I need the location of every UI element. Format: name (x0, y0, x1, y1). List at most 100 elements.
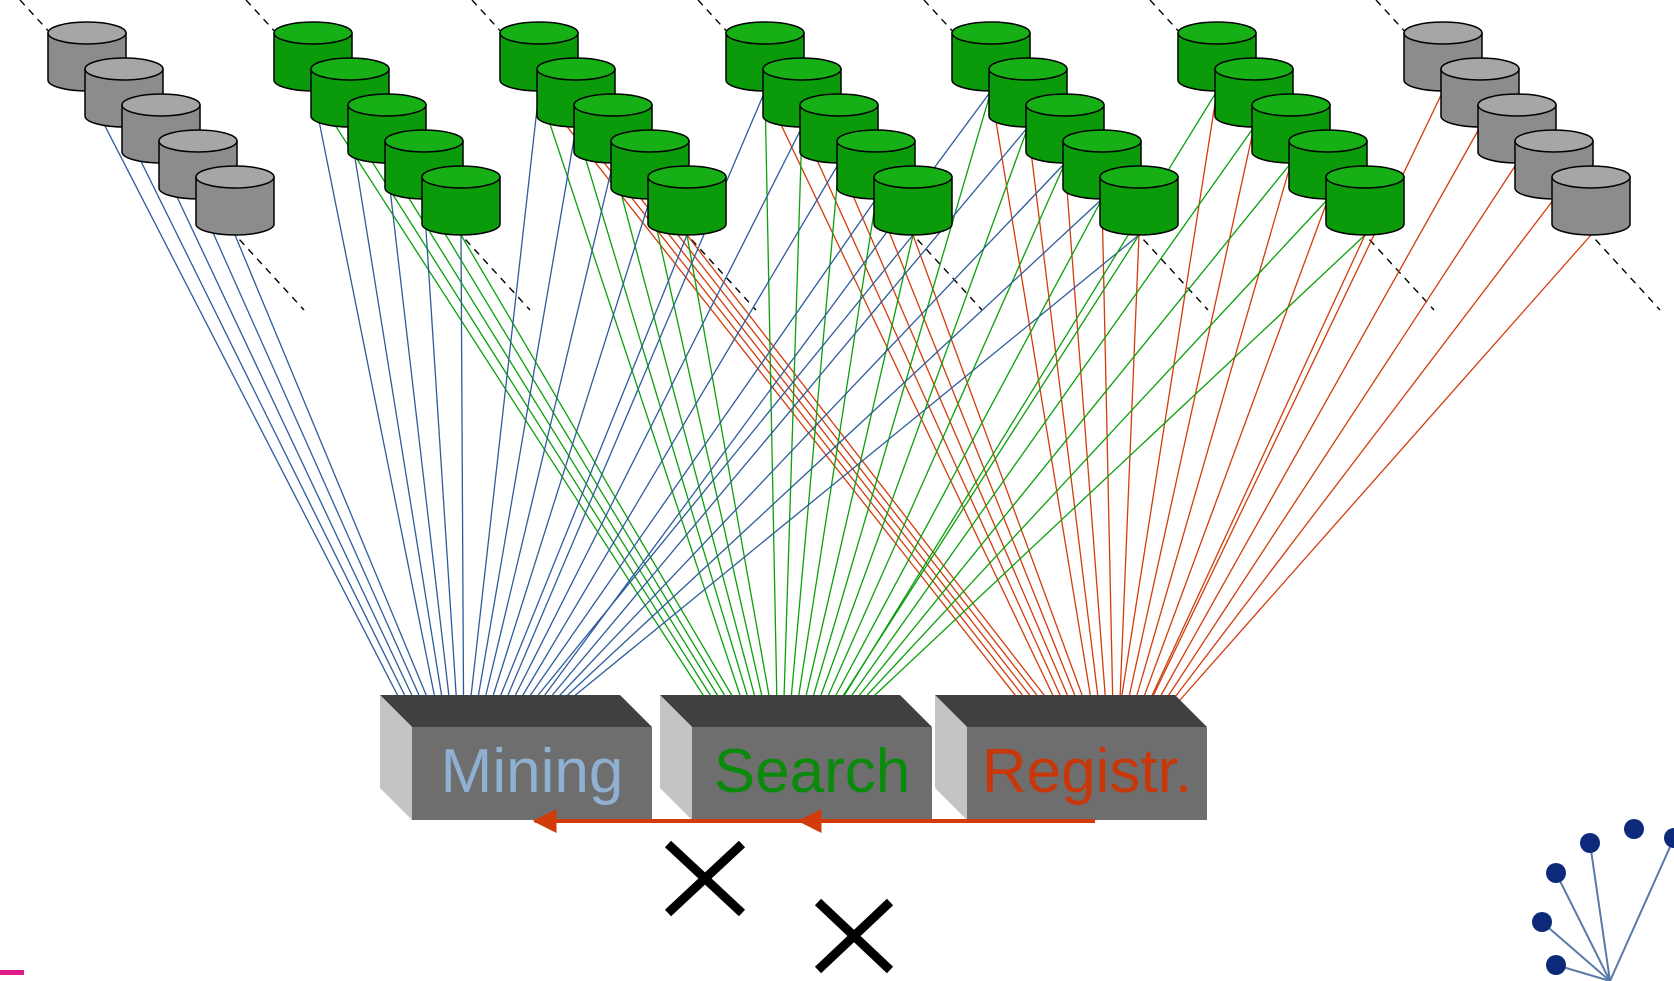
connection-line-green (612, 162, 757, 701)
connection-line-red (1172, 198, 1555, 701)
connection-line-blue (554, 162, 1066, 701)
connection-line-red (1157, 126, 1481, 701)
connection-line-green (386, 162, 721, 701)
connection-line-green (538, 90, 743, 701)
connection-line-blue (526, 198, 877, 701)
database-group (499, 21, 727, 236)
connection-line-green (575, 126, 750, 701)
database-icon (647, 165, 727, 236)
connection-line-blue (460, 234, 465, 701)
connection-line-green (862, 198, 1329, 701)
service-box-label: Mining (441, 737, 624, 806)
connection-line-red (1119, 234, 1140, 701)
database-group (1403, 21, 1631, 236)
connection-line-red (875, 198, 1078, 701)
database-icon (421, 165, 501, 236)
database-group (725, 21, 953, 236)
connection-line-red (1165, 162, 1518, 701)
connection-line-green (686, 234, 771, 701)
service-boxes: Mining Search Registr. (380, 695, 1207, 820)
connection-line-blue (160, 162, 415, 701)
connection-line-red (1027, 126, 1099, 701)
connection-line-red (1127, 126, 1255, 701)
database-icon (1251, 93, 1331, 164)
connection-line-green (811, 90, 992, 701)
database-icon (836, 129, 916, 200)
connection-line-blue (312, 90, 436, 701)
edge-mark (0, 970, 24, 975)
connection-line-blue (86, 90, 401, 701)
database-icon (799, 93, 879, 164)
connection-line-red (912, 234, 1085, 701)
connection-line-blue (349, 126, 443, 701)
connection-line-blue (512, 126, 803, 701)
connection-line-blue (547, 126, 1029, 701)
connection-line-blue (484, 162, 614, 701)
connection-line-green (825, 162, 1066, 701)
service-box-label: Registr. (982, 737, 1192, 806)
connection-line-green (797, 198, 877, 701)
connection-line-red (764, 90, 1056, 701)
connection-line-red (801, 126, 1063, 701)
database-group (47, 21, 275, 236)
connection-line-green (460, 234, 736, 701)
connection-line-green (649, 198, 764, 701)
connection-line-green (869, 234, 1366, 701)
connection-line-blue (569, 234, 1140, 701)
database-icon (1551, 165, 1631, 236)
connection-line-blue (197, 198, 422, 701)
connection-line-red (1064, 162, 1107, 701)
connection-line-green (847, 126, 1255, 701)
connection-line-blue (386, 162, 451, 701)
connection-line-green (349, 126, 714, 701)
connection-line-red (1149, 234, 1366, 701)
connection-line-blue (423, 198, 458, 701)
database-groups (47, 21, 1631, 236)
connection-line-green (790, 162, 840, 701)
connection-line-blue (519, 162, 840, 701)
connection-line-blue (561, 198, 1103, 701)
connection-line-blue (469, 90, 540, 701)
database-icon (873, 165, 953, 236)
connection-line-red (686, 234, 1049, 701)
connection-line-green (783, 126, 803, 701)
connection-line-green (312, 90, 707, 701)
database-group (1177, 21, 1405, 236)
connection-line-red (575, 126, 1027, 701)
service-box-label: Search (714, 737, 910, 806)
connection-line-red (649, 198, 1042, 701)
connection-line-green (818, 126, 1029, 701)
network-graph-icon (1532, 819, 1674, 981)
connection-line-red (612, 162, 1034, 701)
connection-line-blue (123, 126, 408, 701)
connection-line-green (804, 234, 914, 701)
database-group (951, 21, 1179, 236)
connection-line-green (832, 198, 1103, 701)
connection-line-blue (477, 126, 577, 701)
connection-line-green (839, 234, 1140, 701)
service-box-mining: Mining (380, 695, 652, 820)
connection-line-green (764, 90, 778, 701)
connection-line-red (1101, 198, 1114, 701)
database-icon (1099, 165, 1179, 236)
cross-icon (814, 898, 894, 974)
connection-lines (86, 90, 1592, 701)
connection-line-blue (533, 234, 914, 701)
connection-line-green (855, 162, 1292, 701)
connection-line-blue (234, 234, 429, 701)
service-box-search: Search (660, 695, 932, 820)
connection-line-blue (491, 198, 651, 701)
connection-line-red (838, 162, 1071, 701)
connection-line-red (1134, 162, 1292, 701)
connection-line-red (1142, 198, 1329, 701)
database-icon (1325, 165, 1405, 236)
database-group (273, 21, 501, 236)
connection-line-blue (498, 234, 688, 701)
connection-line-red (1120, 90, 1218, 701)
connection-line-red (990, 90, 1092, 701)
connection-line-green (423, 198, 729, 701)
connection-line-red (1179, 234, 1592, 701)
service-box-registr: Registr. (935, 695, 1207, 820)
cross-icon (664, 840, 746, 917)
